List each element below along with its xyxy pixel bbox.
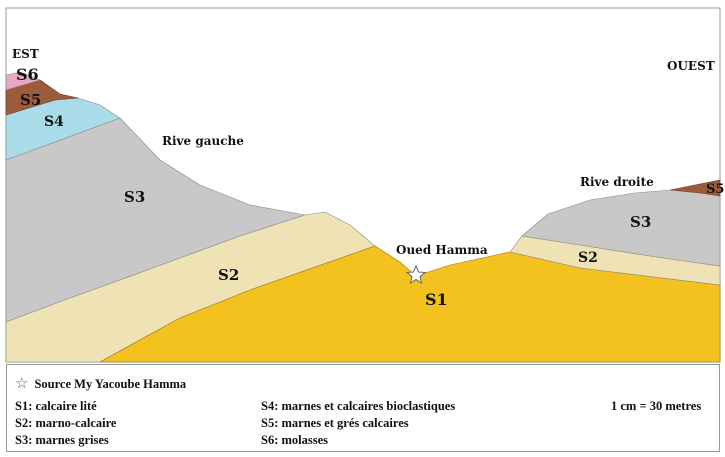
legend-scale: 1 cm = 30 metres — [611, 399, 702, 413]
layer-label-s5-right: S5 — [706, 182, 724, 197]
legend-box: ☆ Source My Yacoube Hamma S1: calcaire li… — [6, 364, 720, 452]
layer-s1 — [99, 245, 721, 363]
layer-label-s3-left: S3 — [124, 188, 145, 206]
label-west: OUEST — [667, 59, 715, 73]
annotation-wadi: Oued Hamma — [396, 243, 488, 257]
layer-label-s2-left: S2 — [218, 266, 239, 284]
layer-label-s6: S6 — [16, 65, 39, 84]
annotation-left-bank: Rive gauche — [162, 134, 244, 148]
layer-s6 — [5, 71, 41, 91]
layer-label-s1: S1 — [425, 290, 448, 309]
legend-item-s1: S1: calcaire lité — [15, 399, 97, 413]
layer-label-s4: S4 — [44, 114, 64, 130]
source-star-icon: ☆ — [15, 376, 29, 392]
layer-label-s5-left: S5 — [20, 91, 41, 109]
legend-source: ☆ Source My Yacoube Hamma — [15, 374, 186, 393]
source-star-icon — [405, 264, 427, 285]
layer-label-s3-right: S3 — [630, 213, 651, 231]
legend-source-text: Source My Yacoube Hamma — [34, 377, 187, 391]
layer-s5-right — [669, 179, 721, 197]
legend-item-s6: S6: molasses — [261, 433, 329, 447]
layer-label-s2-right: S2 — [578, 250, 598, 266]
legend-item-s3: S3: marnes grises — [15, 433, 109, 447]
legend-item-s2: S2: marno-calcaire — [15, 416, 117, 430]
legend-item-s4: S4: marnes et calcaires bioclastiques — [261, 399, 456, 413]
annotation-right-bank: Rive droite — [580, 175, 654, 189]
label-east: EST — [12, 47, 39, 61]
legend-item-s5: S5: marnes et grés calcaires — [261, 416, 409, 430]
